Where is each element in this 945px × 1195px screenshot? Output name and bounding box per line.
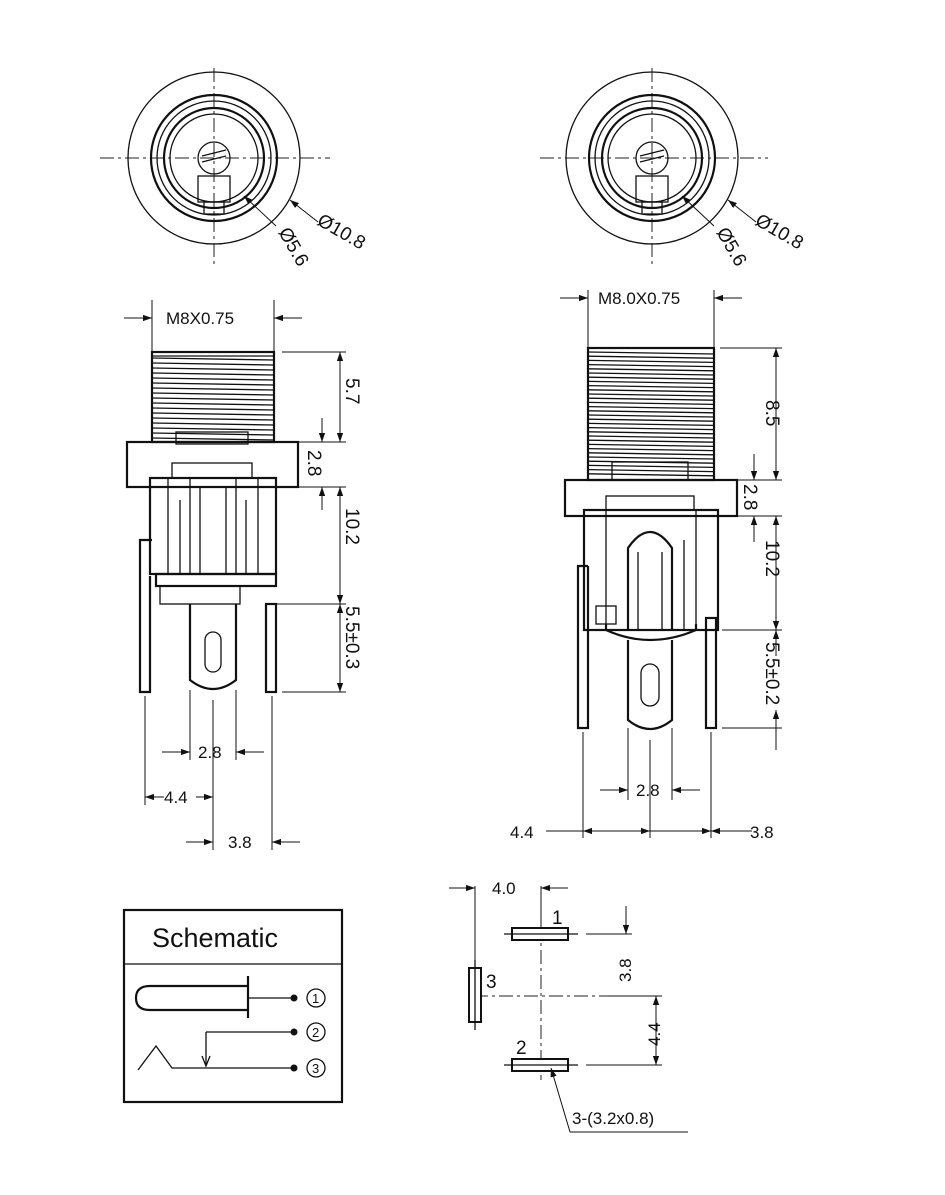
right-outer-dia: Ø10.8 xyxy=(752,210,807,254)
thread-line xyxy=(151,402,275,406)
right-side-view: M8.0X0.75 8.5 2.8 10.2 5.5±0.2 2.8 4.4 3… xyxy=(510,289,782,842)
right-pitch-a: 2.8 xyxy=(636,781,660,800)
pad-2-label: 2 xyxy=(516,1038,527,1059)
footprint-pad-note: 3-(3.2x0.8) xyxy=(572,1109,654,1128)
right-pitch-c: 3.8 xyxy=(750,823,774,842)
left-front-view: Ø10.8 Ø5.6 xyxy=(100,68,369,270)
footprint-dy-bottom: 4.4 xyxy=(645,1022,664,1046)
thread-line xyxy=(151,417,275,421)
thread-line xyxy=(151,377,275,381)
thread-line xyxy=(587,376,715,380)
thread-line xyxy=(151,432,275,436)
thread-line xyxy=(587,351,715,355)
thread-line xyxy=(587,435,715,439)
right-thread-label: M8.0X0.75 xyxy=(598,289,680,308)
thread-line xyxy=(587,426,715,431)
thread-line xyxy=(151,372,275,376)
pcb-footprint: 1 3 2 4.0 3.8 4.4 3-(3.2x0.8) xyxy=(449,879,688,1133)
schematic-title: Schematic xyxy=(152,923,278,953)
footprint-dy-top: 3.8 xyxy=(616,958,635,982)
schematic-box: Schematic 1 2 3 xyxy=(122,908,344,1104)
thread-line xyxy=(151,392,275,396)
thread-line xyxy=(151,412,275,416)
thread-line xyxy=(151,397,275,401)
thread-line xyxy=(151,407,275,411)
pad-3-label: 3 xyxy=(486,972,497,993)
thread-line xyxy=(587,359,715,364)
thread-line xyxy=(587,384,715,389)
thread-line xyxy=(587,414,715,418)
thread-line xyxy=(587,393,715,397)
thread-line xyxy=(587,456,715,460)
schematic-pin-2: 2 xyxy=(312,1025,319,1040)
thread-line xyxy=(587,372,715,376)
thread-line xyxy=(587,468,715,473)
left-pin-length: 5.5±0.3 xyxy=(341,606,362,669)
thread-line xyxy=(587,363,715,368)
thread-line xyxy=(587,452,715,456)
thread-line xyxy=(151,437,275,441)
left-body: 10.2 xyxy=(341,508,362,545)
schematic-pin-1: 1 xyxy=(312,991,319,1006)
thread-line xyxy=(587,397,715,401)
right-inner-dia: Ø5.6 xyxy=(712,224,751,270)
thread-line xyxy=(151,387,275,391)
thread-line xyxy=(151,382,275,386)
schematic-node-2 xyxy=(290,1028,298,1036)
thread-line xyxy=(151,367,275,371)
left-thread-label: M8X0.75 xyxy=(166,309,234,328)
pad-1-label: 1 xyxy=(552,908,563,929)
thread-line xyxy=(587,473,715,477)
left-outer-dia: Ø10.8 xyxy=(314,210,369,254)
left-flange: 2.8 xyxy=(303,450,324,476)
thread-line xyxy=(151,357,275,361)
thread-line xyxy=(587,401,715,406)
left-pitch-a: 2.8 xyxy=(198,743,222,762)
right-body: 10.2 xyxy=(761,540,782,577)
thread-line xyxy=(587,418,715,422)
thread-line xyxy=(587,443,715,448)
schematic-pin-3: 3 xyxy=(312,1061,319,1076)
footprint-width: 4.0 xyxy=(492,879,516,898)
thread-line xyxy=(587,380,715,385)
thread-line xyxy=(151,362,275,366)
thread-line xyxy=(587,405,715,410)
left-pitch-c: 3.8 xyxy=(228,833,252,852)
thread-line xyxy=(587,410,715,414)
left-inner-dia: Ø5.6 xyxy=(274,224,313,270)
thread-line xyxy=(587,389,715,393)
thread-line xyxy=(151,422,275,426)
schematic-node-3 xyxy=(290,1064,298,1072)
right-front-view: Ø10.8 Ø5.6 xyxy=(540,68,807,270)
left-thread-length: 5.7 xyxy=(341,378,362,404)
right-flange: 2.8 xyxy=(739,484,760,510)
thread-line xyxy=(587,464,715,469)
thread-line xyxy=(587,355,715,359)
left-pitch-b: 4.4 xyxy=(164,788,188,807)
right-pitch-b: 4.4 xyxy=(510,823,534,842)
right-thread-length: 8.5 xyxy=(761,400,782,426)
right-pin-length: 5.5±0.2 xyxy=(761,642,782,705)
thread-line xyxy=(587,447,715,452)
thread-line xyxy=(587,422,715,427)
thread-line xyxy=(587,431,715,435)
schematic-node-1 xyxy=(290,994,298,1002)
left-side-view: M8X0.75 5.7 2.8 10.2 5.5±0.3 2.8 4.4 3.8 xyxy=(124,300,362,852)
thread-line xyxy=(587,439,715,443)
thread-line xyxy=(587,368,715,372)
thread-line xyxy=(151,427,275,431)
